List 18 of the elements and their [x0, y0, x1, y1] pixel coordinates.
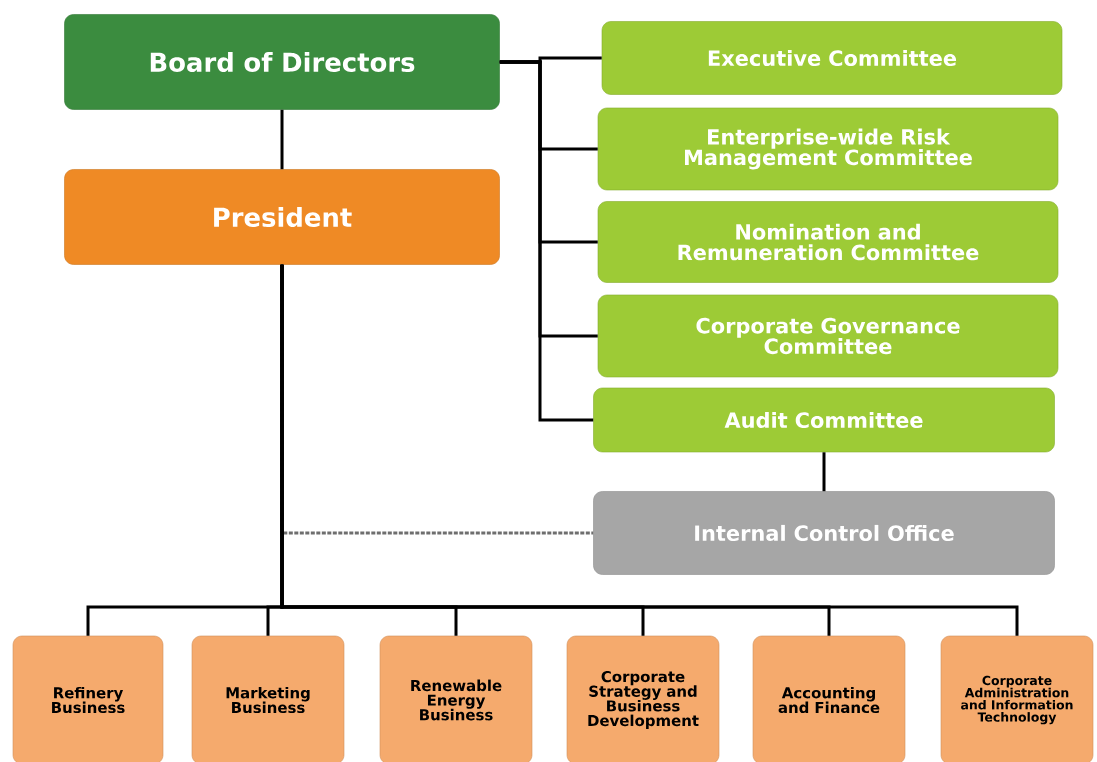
business-box: Refinery Business	[12, 635, 164, 762]
committee-box: Corporate Governance Committee	[597, 294, 1059, 378]
connector-line	[280, 264, 1019, 636]
board-box: Board of Directors	[64, 14, 500, 110]
connector-line	[499, 60, 594, 422]
connector-line	[822, 452, 826, 492]
business-box: Corporate Strategy and Business Development	[566, 635, 720, 762]
committee-box: Audit Committee	[593, 387, 1055, 453]
business-box: Renewable Energy Business	[379, 635, 533, 762]
business-box: Marketing Business	[191, 635, 345, 762]
business-box: Corporate Administration and Information Technology	[940, 635, 1094, 762]
committee-box: Nomination and Remuneration Committee	[597, 201, 1059, 283]
committee-box: Enterprise-wide Risk Management Committee	[597, 107, 1059, 191]
connector-line	[280, 109, 284, 170]
president-box: President	[64, 169, 500, 265]
office-box: Internal Control Office	[593, 491, 1055, 575]
committee-box: Executive Committee	[601, 21, 1063, 95]
business-box: Accounting and Finance	[752, 635, 906, 762]
